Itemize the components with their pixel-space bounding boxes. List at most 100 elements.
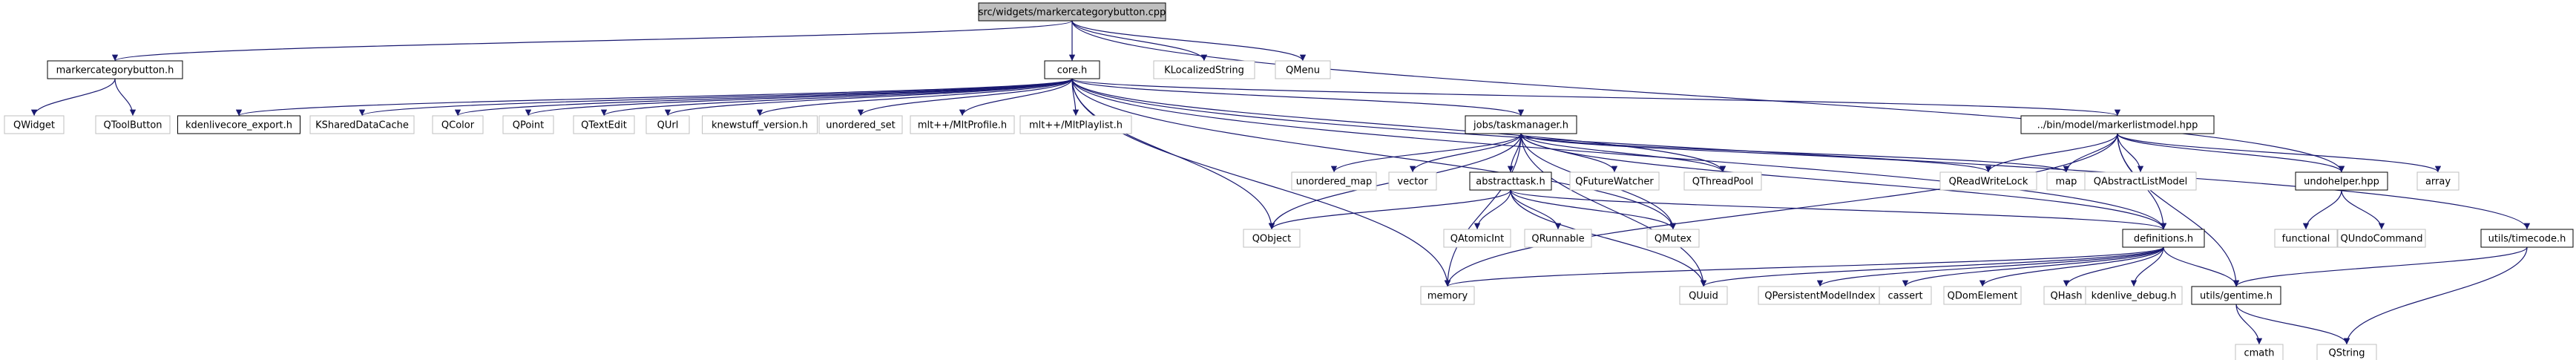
node-box	[309, 115, 415, 134]
node-definitions[interactable]: definitions.h	[2122, 229, 2205, 248]
edge-core_h-to-qtextedit	[601, 78, 1073, 117]
node-box	[2084, 171, 2197, 191]
edge-root-to-klocalized	[1071, 20, 1208, 62]
node-functional: functional	[2274, 229, 2338, 248]
node-qpoint: QPoint	[502, 115, 554, 134]
node-box	[645, 115, 690, 134]
node-label: utils/timecode.h	[2488, 234, 2566, 245]
node-label: QPersistentModelIndex	[1764, 291, 1876, 302]
node-box	[2085, 286, 2183, 305]
node-root[interactable]: src/widgets/markercategorybutton.cpp	[978, 2, 1166, 22]
edge-taskmanager-to-memory	[1444, 133, 1522, 287]
node-mltplaylist: mlt++/MltPlaylist.h	[1019, 115, 1132, 134]
node-box	[818, 115, 903, 134]
node-qtoolbutton: QToolButton	[95, 115, 171, 134]
edge-taskmanager-to-definitions	[1520, 133, 2167, 230]
edge-abstracttask-to-qobject	[1268, 189, 1511, 230]
node-qfuturewatcher: QFutureWatcher	[1569, 171, 1660, 191]
node-box	[1879, 286, 1932, 305]
node-memory: memory	[1420, 286, 1475, 305]
node-qcolor: QColor	[432, 115, 484, 134]
node-label: abstracttask.h	[1476, 177, 1545, 188]
node-mltprofile: mlt++/MltProfile.h	[910, 115, 1015, 134]
node-label: QString	[2328, 348, 2365, 359]
node-box	[1019, 115, 1132, 134]
node-map: map	[2046, 171, 2086, 191]
node-label: mlt++/MltProfile.h	[918, 120, 1007, 131]
node-cmath: cmath	[2235, 344, 2284, 360]
edge-core_h-to-qpoint	[525, 78, 1073, 117]
node-box	[2337, 229, 2426, 248]
node-label: array	[2425, 177, 2451, 188]
node-box	[1524, 229, 1592, 248]
node-qabstractlistmodel: QAbstractListModel	[2084, 171, 2197, 191]
node-box	[1943, 286, 2022, 305]
node-box	[2020, 115, 2215, 134]
node-box	[573, 115, 635, 134]
node-label: ../bin/model/markerlistmodel.hpp	[2037, 120, 2198, 131]
node-label: cmath	[2244, 348, 2274, 359]
node-box	[1291, 171, 1377, 191]
edge-taskmanager-to-unordered_map	[1330, 133, 1522, 173]
node-label: unordered_set	[826, 120, 895, 131]
node-box	[2316, 344, 2377, 360]
node-label: cassert	[1887, 291, 1922, 302]
edge-taskmanager-to-qreadwritelock	[1520, 133, 1991, 173]
node-kdenlivecore-export[interactable]: kdenlivecore_export.h	[177, 115, 300, 134]
node-box	[1465, 115, 1577, 134]
edge-core_h-to-knewstuff	[756, 78, 1073, 117]
node-qrunnable: QRunnable	[1524, 229, 1592, 248]
node-undohelper[interactable]: undohelper.hpp	[2295, 171, 2388, 191]
edge-undohelper-to-qundocommand	[2341, 189, 2385, 230]
node-label: functional	[2282, 234, 2330, 245]
node-unordered-map: unordered_map	[1291, 171, 1377, 191]
node-abstracttask[interactable]: abstracttask.h	[1469, 171, 1552, 191]
node-label: QTextEdit	[581, 120, 627, 131]
node-vector: vector	[1388, 171, 1437, 191]
edge-markerlistmodel-to-map	[2063, 133, 2118, 173]
node-array: array	[2416, 171, 2460, 191]
node-label: src/widgets/markercategorybutton.cpp	[979, 7, 1166, 19]
node-label: definitions.h	[2134, 234, 2193, 245]
node-label: utils/gentime.h	[2200, 291, 2273, 302]
edge-core_h-to-markerlistmodel	[1071, 78, 2120, 117]
edge-gentime-to-cmath	[2235, 304, 2263, 345]
node-mcb-h[interactable]: markercategorybutton.h	[47, 60, 183, 79]
edge-definitions-to-qdomelement	[1979, 246, 2164, 287]
node-unordered-set: unordered_set	[818, 115, 903, 134]
node-box	[47, 60, 183, 79]
node-cassert: cassert	[1879, 286, 1932, 305]
node-label: QUndoCommand	[2340, 234, 2422, 245]
node-label: QDomElement	[1948, 291, 2018, 302]
node-box	[2416, 171, 2460, 191]
node-label: QWidget	[13, 120, 55, 131]
node-box	[2191, 286, 2281, 305]
node-core-h[interactable]: core.h	[1044, 60, 1100, 79]
edge-definitions-to-kdenlive_debug	[2130, 246, 2164, 287]
edge-abstracttask-to-quuid	[1510, 189, 1707, 287]
edge-abstracttask-to-qrunnable	[1510, 189, 1562, 230]
edge-taskmanager-to-qthreadpool	[1520, 133, 1726, 173]
edge-core_h-to-qurl	[665, 78, 1073, 117]
edge-definitions-to-qhash	[2063, 246, 2164, 287]
node-kshareddatacache: KSharedDataCache	[309, 115, 415, 134]
edge-markerlistmodel-to-qreadwritelock	[1985, 133, 2118, 173]
node-markerlistmodel[interactable]: ../bin/model/markerlistmodel.hpp	[2020, 115, 2215, 134]
node-taskmanager[interactable]: jobs/taskmanager.h	[1465, 115, 1577, 134]
node-box	[1469, 171, 1552, 191]
node-box	[1683, 171, 1762, 191]
node-box	[1420, 286, 1475, 305]
node-box	[4, 115, 65, 134]
node-gentime[interactable]: utils/gentime.h	[2191, 286, 2281, 305]
node-timecode[interactable]: utils/timecode.h	[2480, 229, 2574, 248]
node-label: QUrl	[657, 120, 679, 131]
node-box	[95, 115, 171, 134]
node-box	[1679, 286, 1728, 305]
node-label: KLocalizedString	[1164, 65, 1244, 76]
edge-core_h-to-unordered_set	[857, 78, 1073, 117]
node-qthreadpool: QThreadPool	[1683, 171, 1762, 191]
edge-taskmanager-to-quuid	[1520, 133, 1707, 287]
node-quuid: QUuid	[1679, 286, 1728, 305]
nodes-layer: src/widgets/markercategorybutton.cpp mark…	[4, 2, 2574, 360]
node-box	[1044, 60, 1100, 79]
